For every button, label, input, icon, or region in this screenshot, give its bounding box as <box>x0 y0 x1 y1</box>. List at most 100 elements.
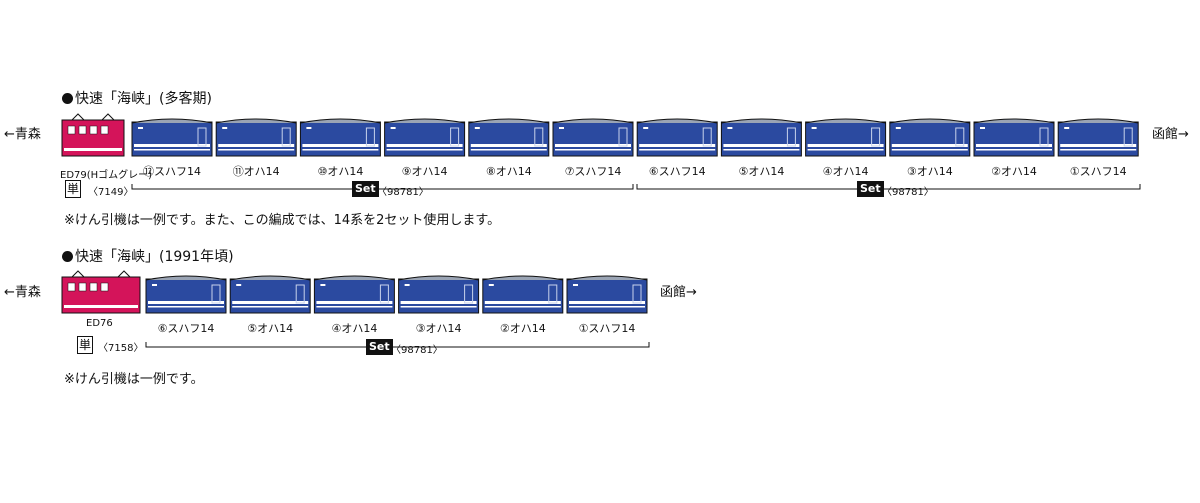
coach-car <box>973 118 1055 157</box>
coach-stripe <box>891 144 968 147</box>
coach-stripe <box>470 149 547 151</box>
car-label: ⑪オハ14 <box>232 165 280 178</box>
coach-door <box>464 284 474 304</box>
coach-marker <box>390 127 396 129</box>
car-label: ①スハフ14 <box>1069 165 1127 178</box>
coach-marker <box>152 284 157 286</box>
direction-right: 函館→ <box>660 285 697 300</box>
coach-door <box>379 284 389 304</box>
loco-window <box>89 125 98 135</box>
coach-roof <box>145 275 227 281</box>
coach-stripe <box>891 149 968 151</box>
coach-car <box>229 275 311 314</box>
loco-stripe <box>64 305 138 308</box>
coach-roof <box>314 275 395 281</box>
coach-stripe <box>302 144 379 147</box>
car-label: ⑩オハ14 <box>317 165 364 178</box>
pantograph <box>71 113 115 121</box>
coach-body <box>229 278 311 314</box>
coach-stripe <box>484 301 561 304</box>
coach-stripe <box>484 306 561 308</box>
coach-roof <box>637 118 718 124</box>
coach-stripe <box>134 144 210 147</box>
coach-door <box>295 284 305 304</box>
formation-2-title: 快速「海峡」(1991年頃) <box>62 246 234 266</box>
car-label: ④オハ14 <box>331 322 378 335</box>
coach-car <box>384 118 466 157</box>
coach-roof <box>1058 118 1139 124</box>
car-label: ⑧オハ14 <box>485 165 532 178</box>
loco-name: ED79(Hゴムグレー) <box>60 170 153 181</box>
coach-stripe <box>639 144 716 147</box>
coach-door <box>534 127 544 147</box>
coach-car <box>215 118 297 157</box>
coach-stripe <box>400 301 477 304</box>
set-number: 〈98781〉 <box>391 345 443 356</box>
set-badge: Set <box>857 181 884 197</box>
coach-marker <box>559 127 564 129</box>
coach-door <box>632 284 642 304</box>
single-item-tag: 単 <box>77 336 93 354</box>
set-badge: Set <box>352 181 379 197</box>
coach-stripe <box>976 149 1052 151</box>
coach-stripe <box>1060 149 1137 151</box>
car-label: ③オハ14 <box>906 165 953 178</box>
coach-stripe <box>218 144 295 147</box>
coach-stripe <box>723 149 800 151</box>
coach-marker <box>1064 127 1070 129</box>
coach-stripe <box>470 144 547 147</box>
coach-stripe <box>316 306 393 308</box>
coach-stripe <box>1060 144 1137 147</box>
coach-stripe <box>555 149 631 151</box>
coach-stripe <box>218 149 295 151</box>
coach-door <box>955 127 965 147</box>
coach-roof <box>566 275 648 281</box>
coach-body <box>398 278 480 314</box>
coach-door <box>786 127 796 147</box>
coach-door <box>197 127 207 147</box>
coach-roof <box>230 275 311 281</box>
coach-stripe <box>316 301 393 304</box>
loco-window <box>67 125 76 135</box>
formation-1-title: 快速「海峡」(多客期) <box>62 88 212 108</box>
bullet-icon <box>62 93 73 104</box>
coach-stripe <box>639 149 716 151</box>
coach-car <box>482 275 564 314</box>
coach-body <box>482 278 564 314</box>
coach-marker <box>404 284 410 286</box>
coach-stripe <box>723 144 800 147</box>
coach-roof <box>216 118 297 124</box>
coach-car <box>805 118 887 157</box>
coach-car <box>566 275 648 314</box>
car-label: ②オハ14 <box>991 165 1037 178</box>
coach-stripe <box>386 144 463 147</box>
formation-1-note: ※けん引機は一例です。また、この編成では、14系を2セット使用します。 <box>64 213 501 228</box>
set-number: 〈98781〉 <box>882 187 934 198</box>
coach-roof <box>973 118 1055 124</box>
loco-product-number: 〈7158〉 <box>98 343 144 354</box>
coach-door <box>618 127 628 147</box>
coach-roof <box>398 275 479 281</box>
loco-name: ED76 <box>86 318 113 329</box>
coach-roof <box>131 118 213 124</box>
coach-stripe <box>569 306 645 308</box>
car-label: ⑤オハ14 <box>247 322 294 335</box>
coach-car <box>552 118 634 157</box>
coach-door <box>281 127 291 147</box>
loco-window <box>78 125 87 135</box>
coach-stripe <box>148 306 224 308</box>
coach-roof <box>384 118 465 124</box>
coach-stripe <box>569 301 645 304</box>
coach-car <box>636 118 718 157</box>
coach-marker <box>643 127 649 129</box>
coach-roof <box>889 118 970 124</box>
coach-body <box>145 278 227 314</box>
coach-stripe <box>976 144 1052 147</box>
coach-door <box>548 284 558 304</box>
formation-2-note: ※けん引機は一例です。 <box>64 372 204 387</box>
coach-marker <box>222 127 228 129</box>
coach-door <box>211 284 221 304</box>
car-label: ④オハ14 <box>822 165 869 178</box>
